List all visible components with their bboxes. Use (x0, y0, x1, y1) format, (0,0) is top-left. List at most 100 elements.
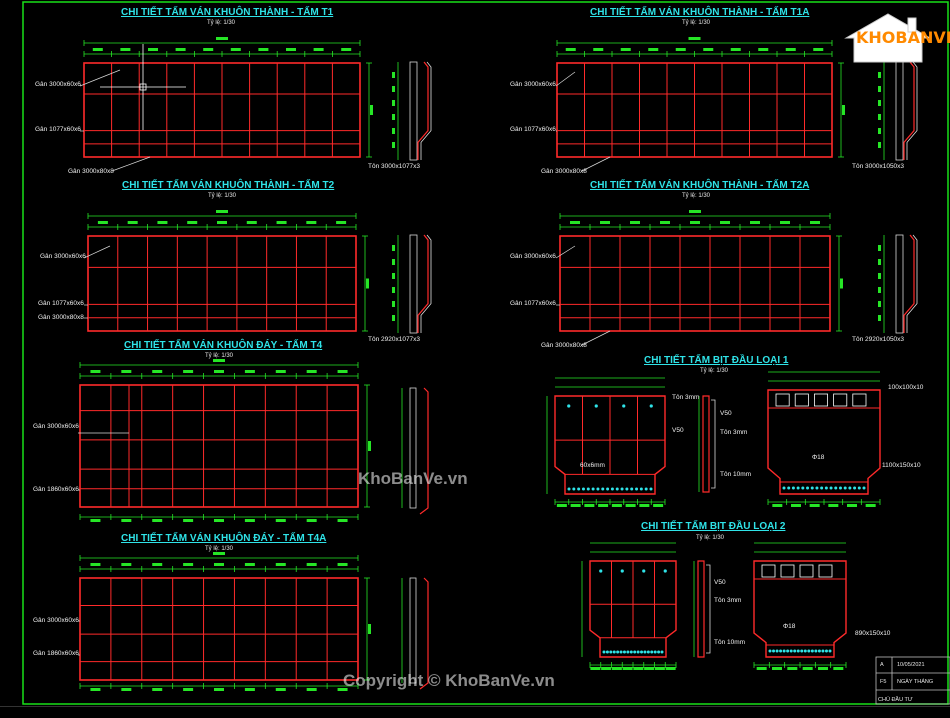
panel-t1-dim-text (258, 48, 269, 51)
section-t2a-dim-text (878, 287, 881, 293)
label-t1-rib-c: Gân 3000x80x8 (68, 168, 114, 175)
label-t2-rib-a: Gân 3000x60x6 (40, 253, 86, 260)
bit1-front-bottom-dim-text (584, 504, 595, 507)
panel-t4a-dim-text (214, 563, 224, 566)
section-t1a-dim-text (878, 128, 881, 134)
panel-t2a-dim-text (689, 210, 701, 213)
title-t2a: CHI TIẾT TẤM VÁN KHUÔN THÀNH - TẤM T2A (590, 180, 810, 191)
section-t1-dim-text (392, 86, 395, 92)
panel-t1-dim-text (216, 37, 228, 40)
titleblock-owner: CHỦ ĐẦU TƯ (878, 697, 913, 703)
bit1-front-bolt (649, 404, 653, 408)
scale-t4: Tỷ lệ: 1/30 (205, 353, 234, 359)
bit1-back-bolt (806, 486, 810, 490)
bit2-front-outline (589, 560, 677, 658)
panel-t1-dim-text (203, 48, 214, 51)
panel-t4-dim-text (275, 370, 286, 373)
label-t2a-rib-a: Gân 3000x60x6 (510, 253, 556, 260)
bit2-front-bottom-bolt (660, 650, 664, 654)
panel-t4-dim-text (337, 370, 348, 373)
panel-t4a-dim-text (275, 563, 286, 566)
panel-t4-dim-text (90, 370, 101, 373)
section-t2-dim-text (392, 259, 395, 265)
bit1-back-bolt (862, 486, 866, 490)
bit2-back-bolt (789, 649, 793, 653)
bit2-back-bolt (824, 649, 828, 653)
titleblock-row-a: A (880, 662, 884, 668)
section-t1a-dim-text (878, 72, 881, 78)
section-t2a-dim-text (878, 273, 881, 279)
bit2-back-bolt (821, 649, 825, 653)
section-t1-dim-text (392, 100, 395, 106)
panel-t2-dim-text (306, 221, 317, 224)
drawing-border (22, 1, 949, 705)
panel-t2a-dim-text (690, 221, 700, 224)
panel-t4a-dim-text (337, 563, 348, 566)
bit2-front-bottom-dim-text (590, 667, 601, 670)
panel-t4-dim-text (214, 370, 224, 373)
bit2-back-bolt (775, 649, 779, 653)
bit1-back-bolt (824, 486, 828, 490)
bit1-front-bottom-bolt (601, 487, 605, 491)
bit1-front-bottom-bolt (639, 487, 643, 491)
bit1-front-bottom-bolt (577, 487, 581, 491)
panel-t1-dim-text (286, 48, 296, 51)
panel-t4a-dim-text (213, 552, 225, 555)
dim-t4a-bottom-text (183, 688, 194, 691)
dim-t4a-bottom-text (90, 688, 101, 691)
label-b2-v50: V50 (714, 579, 726, 586)
panel-t2a-dim-text (720, 221, 730, 224)
panel-t2-dim-text (366, 278, 369, 289)
bit1-front-bottom-dim-text (556, 504, 567, 507)
cursor-box (139, 83, 147, 91)
leader-t1a (581, 156, 611, 172)
bit1-front-bottom-bolt (581, 487, 585, 491)
panel-t2a-dim-text (600, 221, 610, 224)
section-t4-body (409, 387, 417, 509)
bit2-front-bottom-bolt (653, 650, 657, 654)
panel-t1a-dim-text (758, 48, 769, 51)
panel-t4-frame (79, 384, 359, 508)
label-t1-rib-a: Gân 3000x60x6 (35, 81, 81, 88)
section-t1a-dim-text (878, 100, 881, 106)
bit1-back-bolt (834, 486, 838, 490)
label-b1-v50: V50 (672, 427, 684, 434)
bit1-front-bottom-bolt (591, 487, 595, 491)
panel-t2-dim-text (157, 221, 168, 224)
bit1-front-bottom-bolt (606, 487, 610, 491)
label-b2-890: 890x150x10 (855, 630, 891, 637)
label-t4-rib-b: Gân 1860x60x6 (33, 486, 79, 493)
section-t1a-dim-text (878, 114, 881, 120)
label-t2a-rib-b: Gân 1077x60x6 (510, 300, 556, 307)
bit1-front-bottom-bolt (615, 487, 619, 491)
panel-t1-dim-text (120, 48, 131, 51)
panel-t1a-dim-text (675, 48, 686, 51)
panel-t1a-dim-text (703, 48, 714, 51)
bit1-back-bolt (857, 486, 861, 490)
scale-t1: Tỷ lệ: 1/30 (207, 20, 236, 26)
bit2-back-bolt (814, 649, 818, 653)
bit2-front-bottom-bolt (650, 650, 654, 654)
section-t4a-body (409, 577, 417, 684)
bit2-front-bottom-dim-text (601, 667, 612, 670)
panel-t4a-dim-text (90, 563, 101, 566)
panel-t1a-dim-text (785, 48, 796, 51)
dim-t4-bottom-text (337, 519, 348, 522)
bit2-side-plate (697, 560, 705, 658)
bit1-back-bolt (787, 486, 791, 490)
panel-t2-dim-text (216, 210, 228, 213)
panel-t1a-dim-text (593, 48, 604, 51)
panel-t4-dim-text (306, 370, 317, 373)
label-t1-rib-b: Gân 1077x60x6 (35, 126, 81, 133)
bit1-back-bolt (782, 486, 786, 490)
bit2-back-bolt (782, 649, 786, 653)
section-t1a-dim-text (878, 86, 881, 92)
titleblock-date-label: NGÀY THÁNG (897, 679, 934, 685)
bit1-front-bottom-dim-text (598, 504, 609, 507)
label-t2-rib-b: Gân 1077x60x6 (38, 300, 84, 307)
status-bar (0, 706, 950, 718)
bit2-front-bottom-dim-text (622, 667, 633, 670)
bit1-front-bottom-bolt (572, 487, 576, 491)
bit1-front-bottom-dim-text (570, 504, 581, 507)
